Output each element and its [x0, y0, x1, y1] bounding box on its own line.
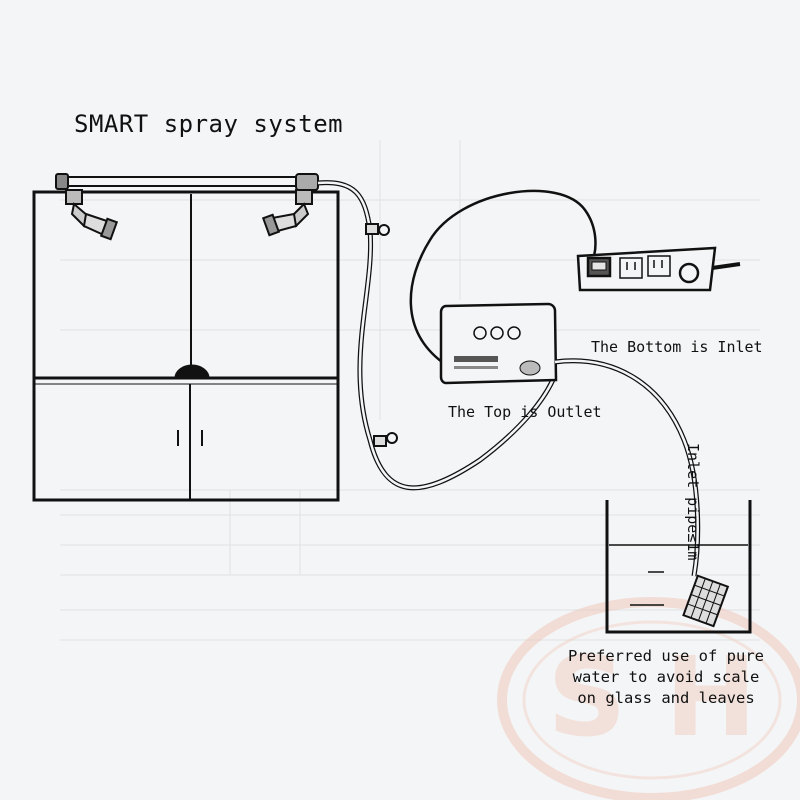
- aquarium-cabinet: [32, 190, 340, 502]
- controller-logo: [519, 360, 541, 376]
- spray-controller: [439, 302, 558, 385]
- top-outlet-label: The Top is Outlet: [448, 403, 602, 421]
- bar-endcap-left: [55, 173, 69, 190]
- strip-cord: [711, 262, 741, 270]
- inlet-pipe-label: Inlet pipe≤1m: [684, 443, 702, 561]
- spray-bar: [55, 173, 319, 241]
- nozzle-right: [261, 189, 313, 237]
- pure-water-note: Preferred use of pure water to avoid sca…: [548, 646, 784, 709]
- inlet-filter: [682, 574, 730, 628]
- power-cable: [409, 189, 597, 363]
- outlet-tube: [317, 180, 558, 491]
- power-switch: [678, 262, 700, 284]
- bottom-inlet-label: The Bottom is Inlet: [591, 338, 763, 356]
- watermark-logo: S H: [497, 597, 800, 800]
- note-line-3: on glass and leaves: [577, 689, 755, 707]
- controller-button-1: [473, 326, 487, 340]
- nozzle-left: [65, 189, 119, 241]
- tank-outline: [32, 190, 340, 502]
- svg-text:S H: S H: [547, 633, 757, 761]
- controller-button-3: [507, 326, 521, 340]
- note-line-2: water to avoid scale: [572, 668, 760, 686]
- note-line-1: Preferred use of pure: [568, 647, 764, 665]
- power-strip: [576, 246, 741, 292]
- background-grid: [60, 140, 760, 641]
- controller-brand-text: [454, 356, 498, 362]
- socket-2: [647, 255, 671, 277]
- controller-button-2: [490, 326, 504, 340]
- tube-clip-upper: [365, 223, 390, 236]
- inlet-pipe: [554, 358, 701, 577]
- tube-clip-lower: [373, 432, 398, 447]
- bar-connector-right: [295, 173, 319, 191]
- water-container: [605, 500, 752, 634]
- tank-base-mount: [174, 364, 210, 380]
- diagram-title: SMART spray system: [74, 110, 344, 138]
- socket-1: [619, 257, 643, 279]
